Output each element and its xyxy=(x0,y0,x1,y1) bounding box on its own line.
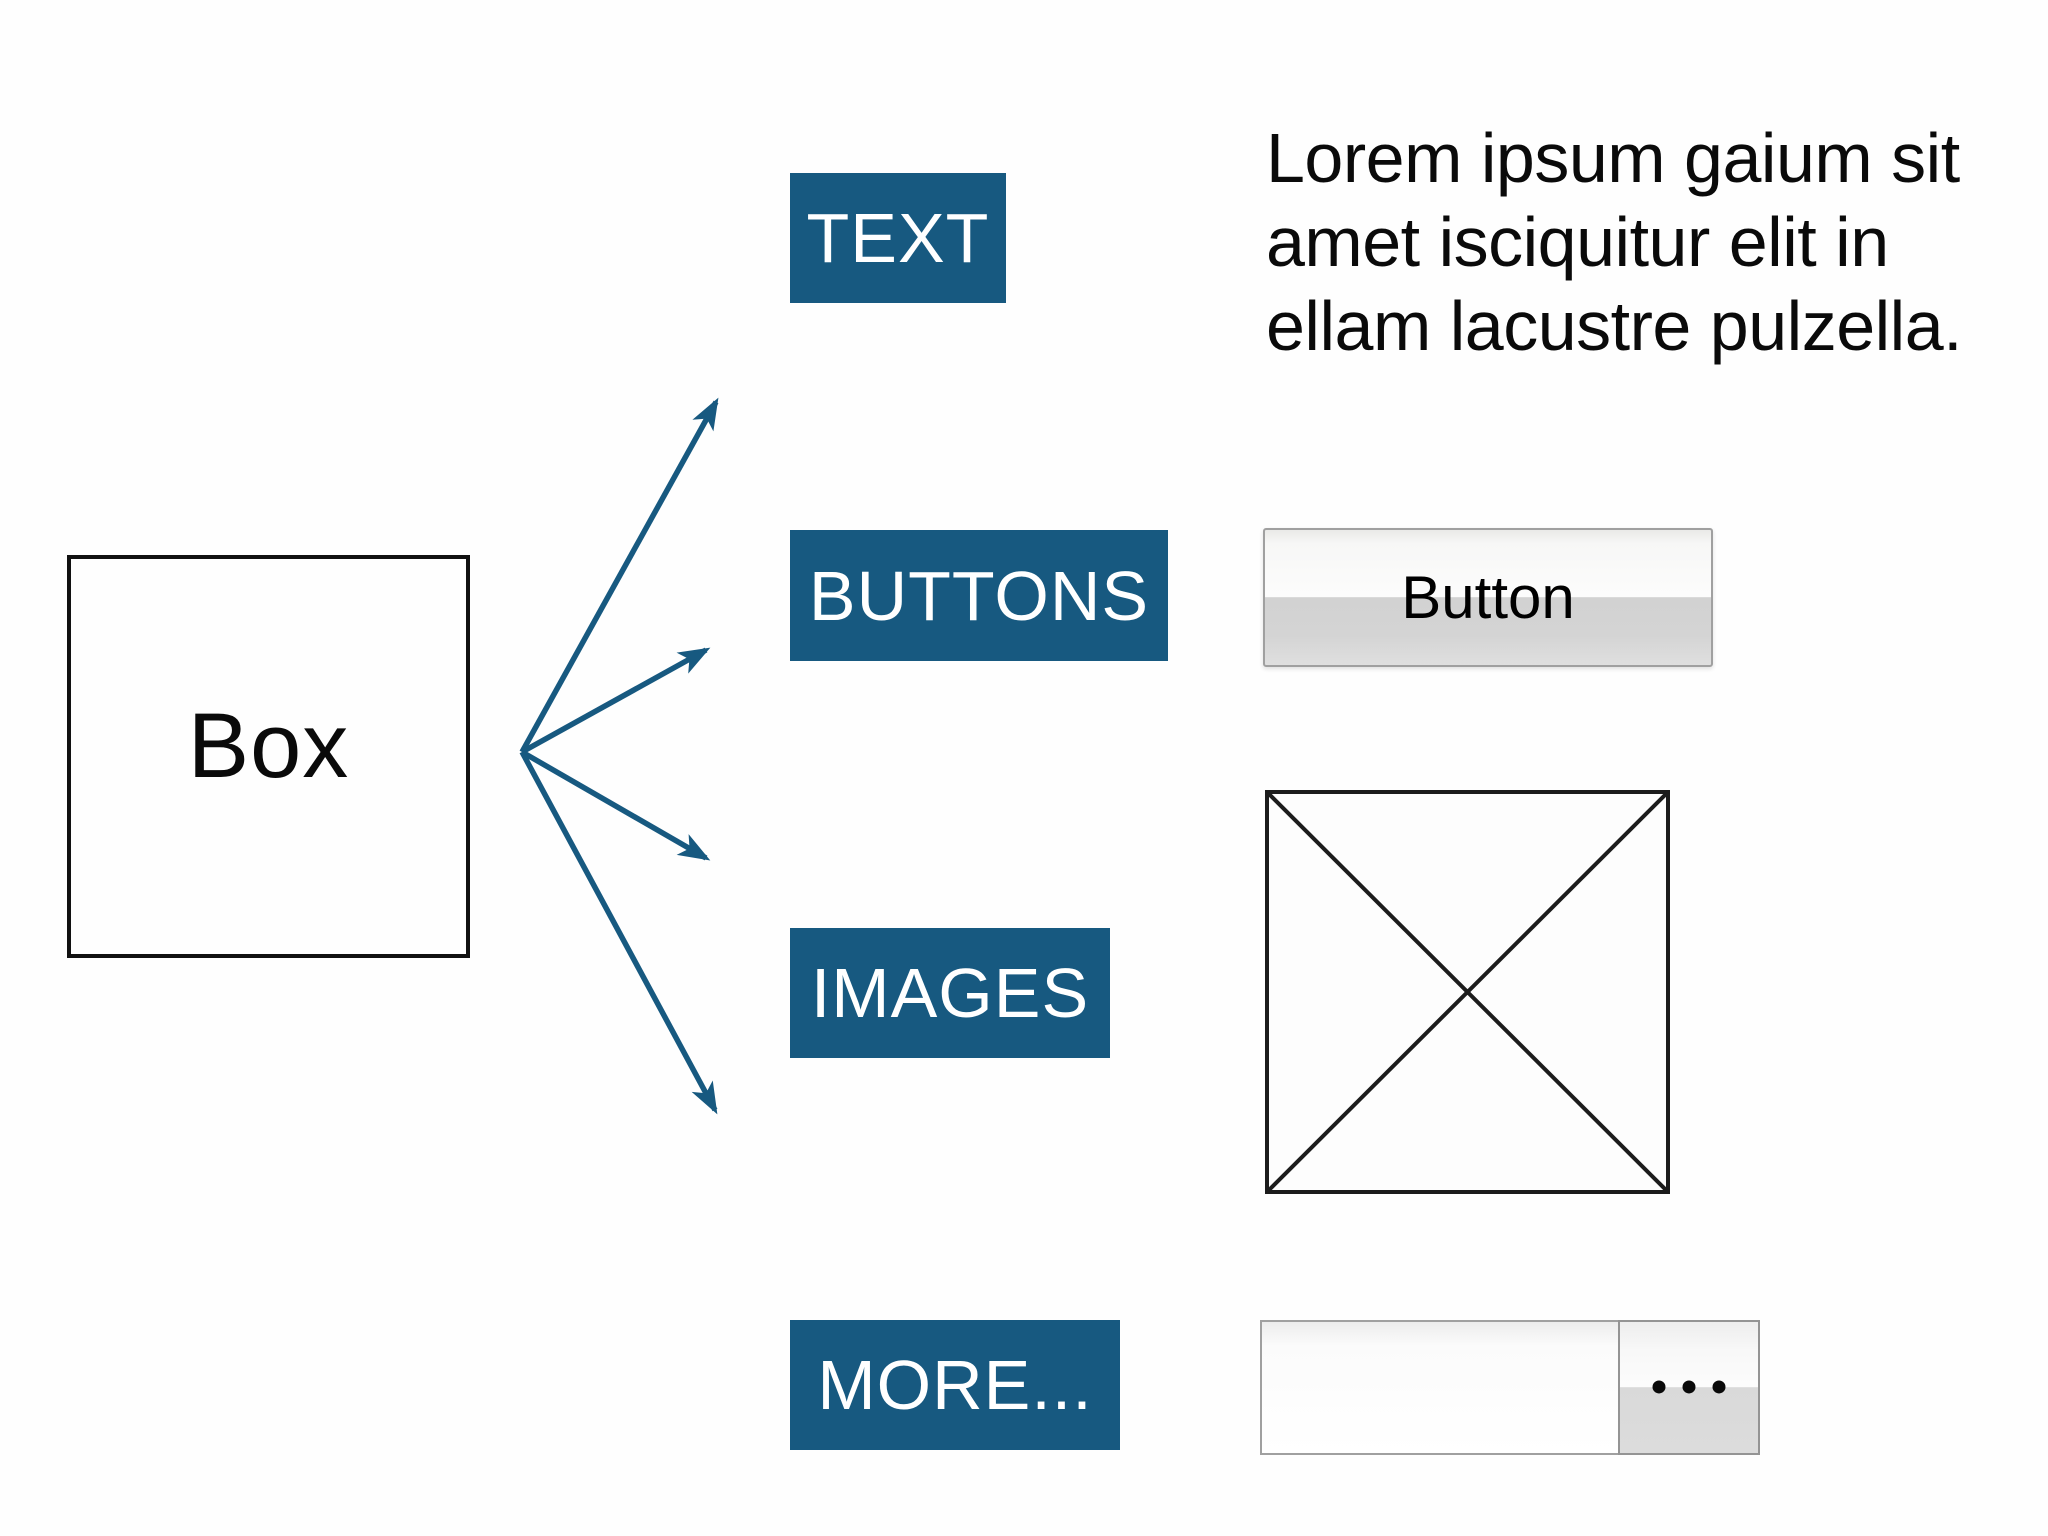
category-label-buttons: BUTTONS xyxy=(790,530,1168,661)
arrow-to-buttons xyxy=(520,647,711,755)
example-text-field[interactable] xyxy=(1260,1320,1620,1455)
category-label-more-caption: MORE... xyxy=(817,1346,1093,1424)
category-label-more: MORE... xyxy=(790,1320,1120,1450)
arrow-to-text xyxy=(519,397,719,754)
example-image-placeholder xyxy=(1265,790,1670,1194)
ellipsis-icon xyxy=(1652,1379,1726,1393)
example-ellipsis-button[interactable] xyxy=(1618,1320,1760,1455)
example-button[interactable]: Button xyxy=(1263,528,1713,667)
category-label-images-caption: IMAGES xyxy=(810,954,1090,1032)
arrow-to-images xyxy=(520,749,711,861)
source-box-label: Box xyxy=(187,695,350,797)
category-label-images: IMAGES xyxy=(790,928,1110,1058)
source-box: Box xyxy=(67,555,470,958)
placeholder-x-icon xyxy=(1269,794,1666,1190)
example-more-widget xyxy=(1260,1320,1760,1455)
category-label-text-caption: TEXT xyxy=(806,199,990,277)
category-label-text: TEXT xyxy=(790,173,1006,303)
example-paragraph: Lorem ipsum gaium sit amet isciquitur el… xyxy=(1266,119,1963,365)
arrow-to-more xyxy=(519,750,718,1115)
category-label-buttons-caption: BUTTONS xyxy=(808,556,1150,635)
example-button-label: Button xyxy=(1401,564,1575,631)
